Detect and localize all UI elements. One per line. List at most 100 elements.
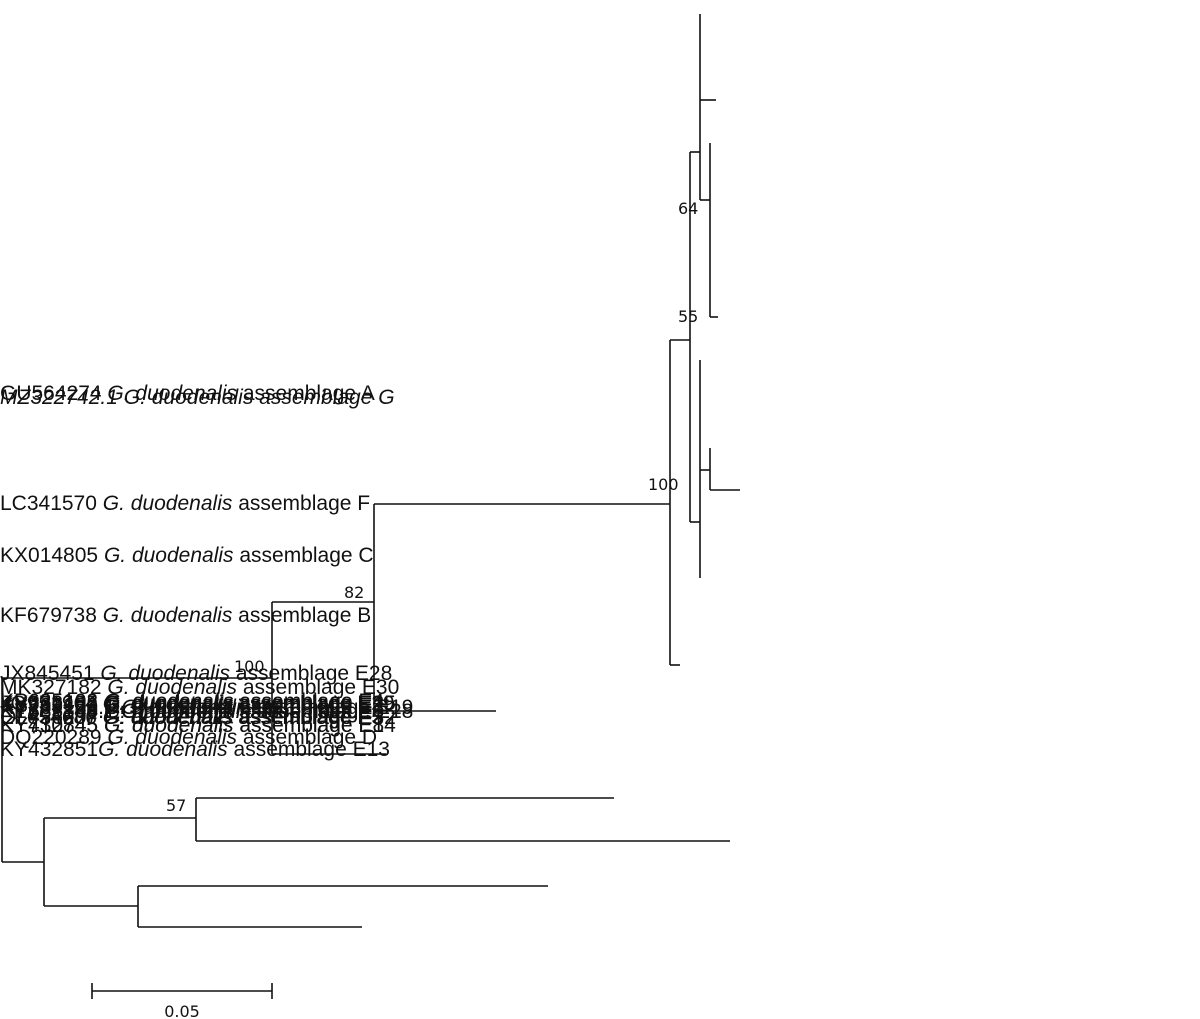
leaf-species: G. duodenalis xyxy=(98,738,228,761)
leaf-label-e8: KY710745 G. duodenalis assemblage E8 xyxy=(0,714,384,737)
leaf-species: G. duodenalis xyxy=(104,696,234,719)
leaf-accession: KP635100.1 xyxy=(0,700,121,723)
leaf-assemblage: assemblage E19 xyxy=(251,696,413,719)
leaf-accession: MK327182 xyxy=(0,676,107,699)
leaf-species: G. duodenalis xyxy=(104,714,234,737)
leaf-species: G. duodenalis xyxy=(121,696,251,719)
leaf-label-d: DQ220289 G. duodenalis assemblage D xyxy=(0,726,377,749)
leaf-label-e1: KY769102 G. duodenalis assemblage E1 xyxy=(0,694,384,717)
leaf-accession: KY432845 xyxy=(0,714,104,737)
leaf-species: G. duodenalis xyxy=(104,714,234,737)
leaf-species: G. duodenalis xyxy=(104,694,234,717)
leaf-assemblage: assemblage E13 xyxy=(228,738,390,761)
leaf-assemblage: assemblage E28 xyxy=(230,662,392,685)
leaf-assemblage: assemblage E5 xyxy=(232,706,383,729)
leaf-label-c: KX014805 G. duodenalis assemblage C xyxy=(0,544,374,567)
leaf-label-a: GU564274 G. duodenalis assemblage A xyxy=(0,382,375,405)
leaf-assemblage: assemblage E29 xyxy=(232,692,394,715)
leaf-label-e14: KY432845 G. duodenalis assemblage E14 xyxy=(0,714,396,737)
leaf-label-e6: KP635104 G. duodenalis assemblage E6 xyxy=(0,700,384,723)
leaf-assemblage: assemblage B xyxy=(232,604,371,627)
leaf-species: G. duodenalis xyxy=(104,692,234,715)
leaf-species: G. duodenalis xyxy=(104,544,234,567)
tree-leaf-labels: KY769100 G. duodenalis assemblage E3KP63… xyxy=(0,382,413,761)
leaf-accession: KY769103.1 xyxy=(0,696,121,719)
leaf-accession: LC341570 xyxy=(0,492,103,515)
leaf-accession: KY633485 xyxy=(0,692,104,715)
scale-bar-label: 0.05 xyxy=(164,1002,200,1019)
leaf-accession: GU564274 xyxy=(0,382,107,405)
leaf-label-e13: KY432851G. duodenalis assemblage E13 xyxy=(0,738,390,761)
leaf-assemblage: assemblage E32 xyxy=(234,706,396,729)
leaf-label-e2: KP635100.1 G. duodenalis assemblage E2 xyxy=(0,700,402,723)
leaf-assemblage: assemblage E4 xyxy=(234,690,385,713)
leaf-label-e28: JX845451 G. duodenalis assemblage E28 xyxy=(0,662,392,685)
leaf-label-e25: KY633485 G. duodenalis assemblage E25 xyxy=(0,692,396,715)
leaf-accession: KX014805 xyxy=(0,544,104,567)
leaf-species: G. duodenalis xyxy=(100,662,230,685)
bootstrap-100-e-clade: 100 xyxy=(648,475,679,494)
leaf-label-e19: KY769103.1 G. duodenalis assemblage E19 xyxy=(0,696,413,719)
leaf-assemblage: assemblage E14 xyxy=(234,714,397,737)
leaf-assemblage: assemblage G xyxy=(253,386,394,409)
leaf-accession: JQ951964 xyxy=(0,692,103,715)
leaf-accession: EF654686 xyxy=(0,706,103,729)
leaf-accession: KY769102 xyxy=(0,694,104,717)
leaf-assemblage: assemblage E1 xyxy=(234,694,385,717)
bootstrap-55: 55 xyxy=(678,307,698,326)
leaf-assemblage: assemblage A xyxy=(237,382,375,405)
leaf-accession: MZ322742.1 xyxy=(0,386,124,409)
leaf-accession: KY769100 xyxy=(0,696,104,719)
leaf-label-kp_e4: KP635102 G. duodenalis assemblage E4 xyxy=(0,690,384,713)
leaf-assemblage: assemblage D xyxy=(237,726,377,749)
leaf-label-g: MZ322742.1 G. duodenalis assemblage G xyxy=(0,386,395,409)
leaf-label-e18: KY432846.1 G. duodenalis assemblage E18 xyxy=(0,700,413,723)
leaf-species: G. duodenalis xyxy=(121,700,251,723)
bootstrap-64: 64 xyxy=(678,199,698,218)
bootstrap-100-a-clade: 100 xyxy=(234,657,265,676)
leaf-assemblage: assemblage E30 xyxy=(237,676,399,699)
leaf-label-e32: OL456207 G. duodenalis assemblage E32 xyxy=(0,706,396,729)
leaf-accession: DQ220289 xyxy=(0,726,107,749)
leaf-species: G. duodenalis xyxy=(107,676,237,699)
leaf-species: G. duodenalis xyxy=(103,692,233,715)
leaf-species: G. duodenalis xyxy=(104,706,234,729)
leaf-label-kp_e3: KY769100 G. duodenalis assemblage E3 xyxy=(0,696,384,719)
leaf-assemblage: assemblage E2 xyxy=(251,700,402,723)
leaf-accession: OL456207 xyxy=(0,706,104,729)
leaf-label-e5: EF654686 G. duodenalis assemblage E5 xyxy=(0,706,383,729)
leaf-species: G. duodenalis xyxy=(104,690,234,713)
leaf-accession: KY432851 xyxy=(0,738,98,761)
bootstrap-values: 64 55 100 82 100 57 xyxy=(166,199,698,815)
leaf-species: G. duodenalis xyxy=(107,382,237,405)
leaf-species: G. duodenalis xyxy=(103,492,233,515)
leaf-accession: KY432846.1 xyxy=(0,700,121,723)
leaf-label-b: KF679738 G. duodenalis assemblage B xyxy=(0,604,371,627)
leaf-label-f: LC341570 G. duodenalis assemblage F xyxy=(0,492,370,515)
leaf-species: G. duodenalis xyxy=(103,604,233,627)
leaf-species: G. duodenalis xyxy=(103,706,233,729)
leaf-accession: KP635104 xyxy=(0,700,104,723)
tree-branches xyxy=(1,14,740,928)
leaf-species: G. duodenalis xyxy=(104,700,234,723)
leaf-species: G. duodenalis xyxy=(107,726,237,749)
leaf-accession: JX845451 xyxy=(0,662,100,685)
leaf-assemblage: assemblage E8 xyxy=(234,714,385,737)
leaf-assemblage: assemblage F xyxy=(232,492,370,515)
bootstrap-57: 57 xyxy=(166,796,186,815)
leaf-accession: KF679738 xyxy=(0,604,103,627)
leaf-label-e30: MK327182 G. duodenalis assemblage E30 xyxy=(0,676,399,699)
leaf-accession: KY710745 xyxy=(0,714,104,737)
leaf-label-e29: JQ951964 G. duodenalis assemblage E29 xyxy=(0,692,395,715)
scale-bar: 0.05 xyxy=(91,983,273,1019)
leaf-species: G. duodenalis xyxy=(124,386,254,409)
leaf-assemblage: assemblage C xyxy=(234,544,374,567)
leaf-species: G. duodenalis xyxy=(121,700,251,723)
leaf-assemblage: assemblage E6 xyxy=(234,700,385,723)
leaf-assemblage: assemblage E3 xyxy=(234,696,385,719)
leaf-assemblage: assemblage E18 xyxy=(251,700,413,723)
leaf-accession: KP635102 xyxy=(0,690,104,713)
bootstrap-82: 82 xyxy=(344,583,364,602)
